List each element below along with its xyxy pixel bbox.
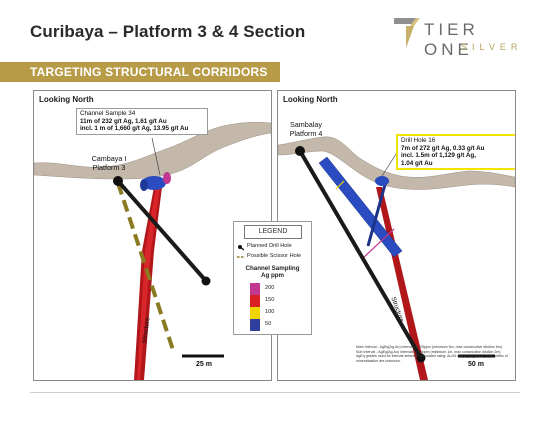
logo-subtext: SILVER xyxy=(461,42,523,52)
terrain-surface xyxy=(34,121,271,180)
section-banner xyxy=(0,62,280,82)
legend-title: LEGEND xyxy=(244,225,302,239)
drill-hole-trace xyxy=(318,156,403,258)
platform-label-line-1: Sambalay xyxy=(290,120,322,129)
platform-3-label: Cambaya I Platform 3 xyxy=(84,154,134,172)
legend-planned-label: Planned Drill Hole xyxy=(247,243,292,249)
callout-line-4: 1.04 g/t Au xyxy=(401,159,433,167)
platform-label-line-1: Cambaya I xyxy=(91,154,127,163)
terrain-surface xyxy=(278,136,515,190)
platform-4-label: Sambalay Platform 4 xyxy=(282,120,330,138)
color-bar-200 xyxy=(250,283,260,295)
color-bar-150 xyxy=(250,295,260,307)
legend: LEGEND Planned Drill Hole Possible Sciss… xyxy=(233,221,312,335)
callout-line-2: 7m of 272 g/t Ag, 0.33 g/t Au xyxy=(401,144,485,152)
page-title: Curibaya – Platform 3 & 4 Section xyxy=(30,22,306,41)
footer-divider xyxy=(30,392,520,393)
right-section-panel: Looking North Sambalay Platform 4 Drill … xyxy=(277,90,516,381)
planned-drill-hole xyxy=(116,179,208,283)
legend-symbols xyxy=(237,245,245,258)
platform-label-line-2: Platform 3 xyxy=(92,162,126,172)
methodology-note: Main Interval - AgEq(Ag,Au) intervals at… xyxy=(356,345,508,363)
left-section-drawing xyxy=(34,121,271,380)
callout-line-2: 11m of 232 g/t Ag, 1.61 g/t Au xyxy=(80,117,167,125)
channel-sample-callout: Channel Sample 34 11m of 232 g/t Ag, 1.6… xyxy=(76,108,208,135)
right-section-drawing xyxy=(278,136,515,380)
tick-100: 100 xyxy=(265,309,275,315)
callout-line-3: incl. 1.5m of 1,129 g/t Ag, xyxy=(401,152,476,160)
logo-text: TIER ONE xyxy=(424,20,479,59)
left-section-panel: Looking North Channel Sample 34 11m of 2… xyxy=(33,90,272,381)
legend-unit-label: Ag ppm xyxy=(260,272,285,279)
logo-mark-icon xyxy=(394,18,420,48)
callout-line-1: Drill Hole 16 xyxy=(401,137,436,144)
banner-text: TARGETING STRUCTURAL CORRIDORS xyxy=(30,65,268,79)
color-bar-100 xyxy=(250,307,260,319)
tick-150: 150 xyxy=(265,297,275,303)
callout-line-1: Channel Sample 34 xyxy=(80,110,136,117)
callout-line-3: incl. 1 m of 1,660 g/t Ag, 13.95 g/t Au xyxy=(80,125,189,133)
view-direction-label: Looking North xyxy=(283,95,338,104)
scissor-hole-line xyxy=(116,182,176,354)
planned-drill-hole xyxy=(298,149,423,360)
tier-one-logo: TIER ONE SILVER xyxy=(392,14,532,59)
tick-50: 50 xyxy=(265,321,272,327)
legend-scissor-label: Possible Scissor Hole xyxy=(247,253,302,259)
view-direction-label: Looking North xyxy=(39,95,94,104)
platform-label-line-2: Platform 4 xyxy=(289,128,323,138)
legend-sampling-label: Channel Sampling xyxy=(245,265,300,272)
color-bar-50 xyxy=(250,319,260,331)
tick-200: 200 xyxy=(265,285,275,291)
channel-sample-marker xyxy=(140,172,171,191)
drill-hole-callout: Drill Hole 16 7m of 272 g/t Ag, 0.33 g/t… xyxy=(396,134,515,171)
scale-label: 50 m xyxy=(468,361,484,368)
scale-label: 25 m xyxy=(196,361,212,368)
